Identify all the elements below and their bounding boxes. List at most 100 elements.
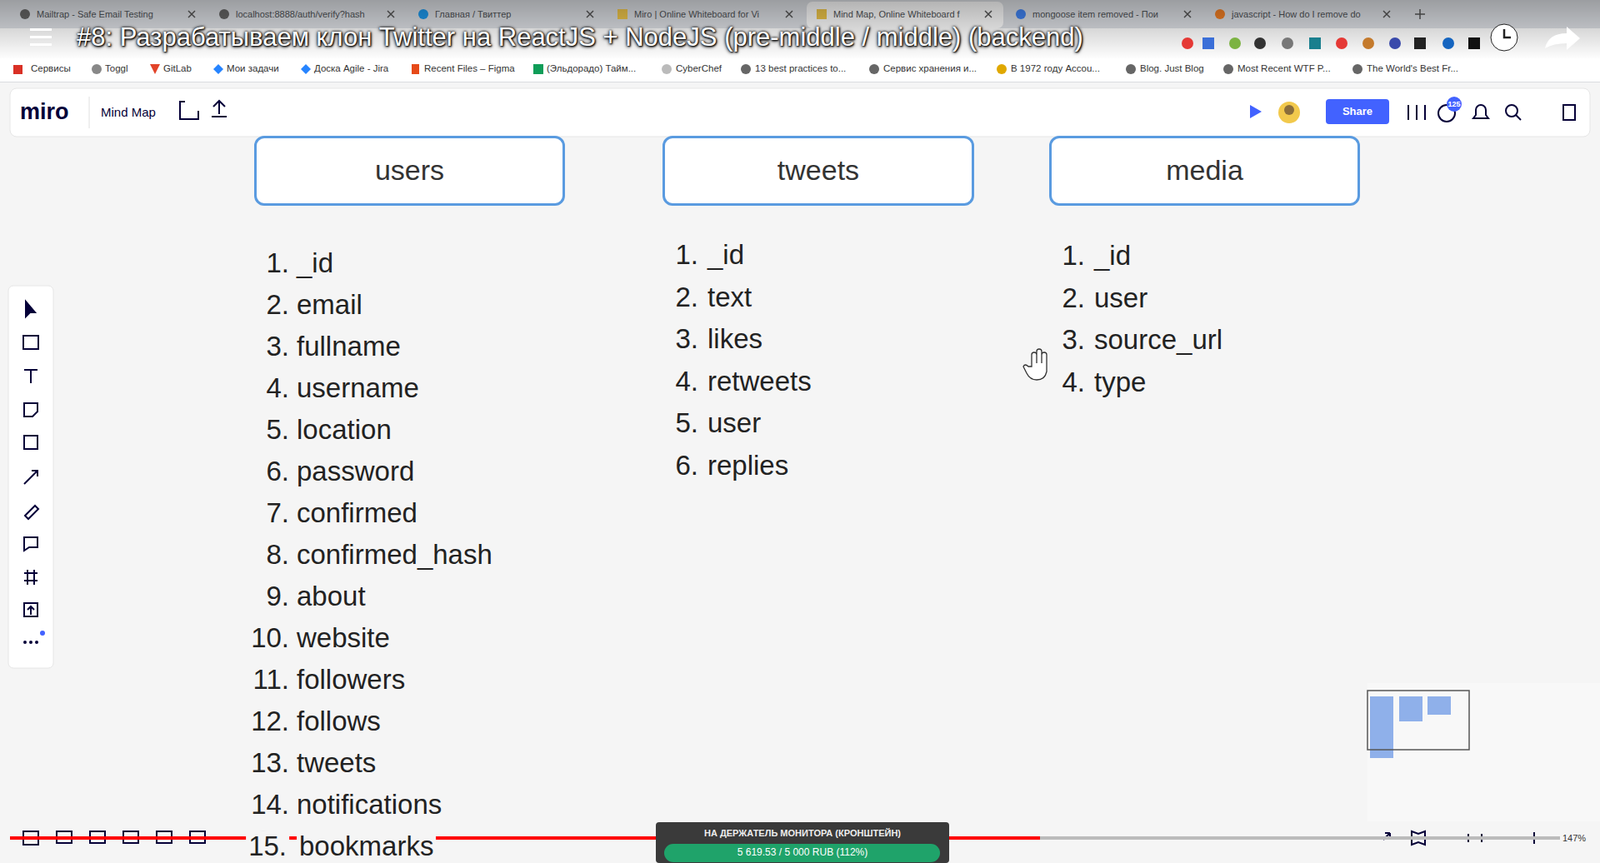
entity-box: media (1049, 135, 1360, 206)
board-name: Mind Map (100, 105, 156, 120)
notes-icon (1563, 105, 1575, 120)
list-number: 1. (265, 247, 290, 280)
bookmark-bar (0, 58, 1600, 82)
bookmark: Мои задачи (226, 63, 280, 75)
more-icon (23, 630, 45, 645)
badge-count: 125 (1447, 100, 1460, 109)
field-name: website (296, 622, 390, 655)
bookmark-icon (996, 64, 1007, 75)
export-icon (211, 100, 227, 117)
extension-icon (1181, 37, 1194, 50)
templates-tool (23, 335, 39, 350)
miro-top-panel (10, 88, 1590, 137)
list-number: 7. (265, 497, 290, 530)
extension-icon (1362, 37, 1375, 50)
extension-icon (1335, 37, 1348, 50)
select-tool (25, 301, 35, 317)
field-name: location (296, 414, 392, 446)
bookmark-divider (0, 81, 1600, 83)
field-name: text (707, 281, 752, 314)
field-name: email (296, 289, 363, 321)
list-number: 12. (250, 705, 290, 738)
list-number: 2. (265, 289, 290, 321)
bookmark-icon (661, 64, 672, 75)
frame-tool (24, 570, 38, 585)
list-number: 5. (675, 407, 699, 440)
extension-icon (1389, 37, 1401, 50)
watch-later-icon (1490, 24, 1518, 51)
bookmark: Сервис хранения и... (883, 63, 977, 75)
sticky-tool (24, 403, 38, 417)
settings-icon (1408, 105, 1425, 120)
hand-cursor (1023, 349, 1047, 380)
list-number: 4. (675, 365, 699, 398)
list-number: 4. (265, 372, 290, 405)
promo-amount: 5 619.53 / 5 000 RUB (112%) (737, 847, 869, 860)
promo-box (655, 822, 950, 863)
field-name: confirmed_hash (296, 539, 493, 571)
field-name: about (296, 580, 366, 613)
entity-heading: tweets (777, 154, 860, 187)
extension-icon (1202, 37, 1215, 50)
list-number: 9. (265, 580, 290, 613)
minimap-panel (1367, 683, 1600, 822)
extension-icons (1181, 24, 1580, 51)
tab-title: Mind Map, Online Whiteboard f (833, 9, 960, 20)
field-name: source_url (1094, 324, 1223, 356)
bookmark: The World's Best Fr... (1366, 63, 1459, 75)
entity-heading: users (375, 154, 445, 187)
list-number: 5. (265, 414, 290, 446)
clock-hands (1504, 29, 1511, 38)
extension-icon (1309, 37, 1321, 50)
tab-title: javascript - How do I remove do (1231, 9, 1361, 20)
bookmark: Доска Agile - Jira (314, 63, 389, 75)
bookmark-icon (533, 64, 544, 75)
bookmark-icons (13, 64, 1363, 75)
search-handle (1515, 115, 1521, 120)
list-number: 8. (265, 539, 290, 571)
list-number: 13. (250, 747, 290, 780)
extension-icon (1254, 37, 1266, 50)
list-number: 1. (675, 239, 699, 271)
cursor-icon (1250, 105, 1262, 119)
bookmark-icon (1223, 64, 1234, 75)
menu-bar (30, 35, 52, 39)
bookmark-icon (91, 64, 102, 75)
video-overlay-shade (0, 0, 1600, 60)
bookmark-icon (300, 64, 311, 75)
bookmark: Toggl (105, 63, 129, 75)
promo-title: НА ДЕРЖАТЕЛЬ МОНИТОРА (КРОНШТЕЙН) (704, 828, 901, 840)
bookmark: (Эльдорадо) Тайм... (546, 63, 636, 75)
comment-tool (24, 537, 38, 551)
field-name: follows (296, 705, 381, 738)
menu-bar (30, 28, 52, 31)
extension-icon (1468, 37, 1480, 50)
field-name: _id (707, 239, 745, 271)
dot (29, 640, 33, 645)
bell-icon (1473, 105, 1489, 119)
pen-tool (25, 505, 39, 520)
list-number: 6. (265, 455, 290, 488)
tab-title: Mailtrap - Safe Email Testing (36, 9, 154, 20)
avatar (1278, 101, 1300, 124)
bookmark: Сервисы (30, 63, 71, 75)
field-name: _id (296, 247, 334, 280)
entity-heading: media (1165, 154, 1244, 187)
dot (23, 640, 27, 645)
share-button (1325, 99, 1390, 125)
avatar-face (1284, 105, 1295, 115)
list-number: 2. (675, 281, 699, 314)
field-name: bookmarks (296, 830, 436, 863)
field-name: replies (707, 450, 789, 482)
field-name: notifications (296, 789, 442, 821)
field-name: followers (296, 664, 405, 696)
field-name: confirmed (296, 497, 418, 530)
video-title: #8: Разрабатываем клон Twitter на ReactJ… (76, 22, 1084, 53)
share-arrow-icon (1545, 26, 1580, 50)
list-number: 11. (253, 664, 290, 696)
minimap-block (1370, 696, 1394, 759)
list-number: 3. (1061, 324, 1085, 356)
field-name: username (296, 372, 420, 405)
